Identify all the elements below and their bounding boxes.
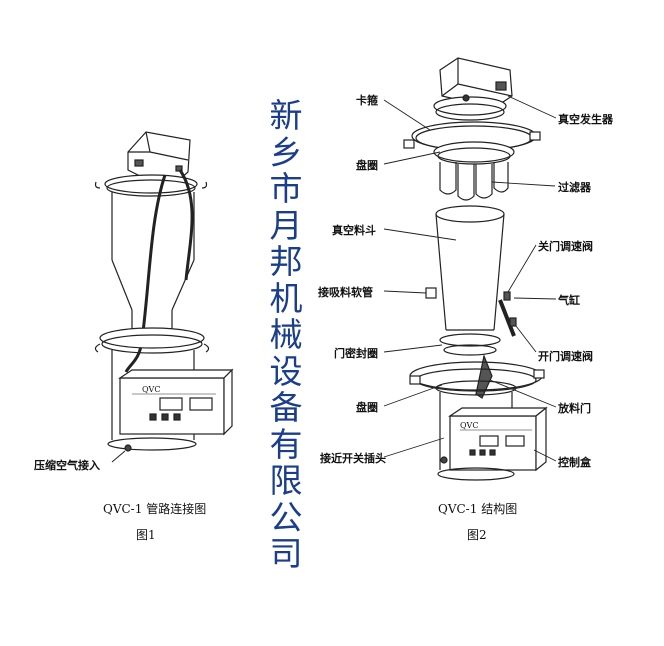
label-control-box: 控制盒 xyxy=(558,456,591,469)
fig2-figure-no: 图2 xyxy=(467,528,487,542)
fig2-filter xyxy=(439,162,509,201)
fig1-drawing xyxy=(94,131,234,463)
label-vacuum-generator: 真空发生器 xyxy=(558,113,613,126)
label-filter: 过滤器 xyxy=(558,181,591,194)
label-cylinder: 气缸 xyxy=(558,294,580,307)
fig1-panel-text: QVC xyxy=(142,385,161,394)
label-door-seal: 门密封圈 xyxy=(334,347,378,360)
fig2-leader-lines xyxy=(383,95,557,462)
fig2-panel-text: QVC xyxy=(460,421,479,430)
company-watermark: 新乡市月邦机械设备有限公司 xyxy=(269,96,303,573)
fig2-drawing xyxy=(403,57,548,481)
label-hopper: 真空料斗 xyxy=(332,224,376,237)
fig1-label-air: 压缩空气接入 xyxy=(34,459,100,472)
label-close-valve: 关门调速阀 xyxy=(538,240,593,253)
fig1-caption: QVC-1 管路连接图 xyxy=(103,502,207,516)
label-disc-ring-bottom: 盘圈 xyxy=(356,401,378,414)
fig2-caption: QVC-1 结构图 xyxy=(438,502,518,516)
label-suction-pipe: 接吸料软管 xyxy=(318,286,373,299)
label-open-valve: 开门调速阀 xyxy=(538,350,593,363)
fig1-control-box xyxy=(118,368,234,436)
label-discharge-door: 放料门 xyxy=(558,402,591,415)
label-proximity-plug: 接近开关插头 xyxy=(320,452,386,465)
fig2-hopper xyxy=(425,205,505,331)
fig2-cylinder xyxy=(498,291,517,337)
label-disc-ring-top: 盘圈 xyxy=(356,159,378,172)
label-clamp: 卡箍 xyxy=(356,94,378,107)
fig2-control-box xyxy=(448,406,548,472)
fig1-figure-no: 图1 xyxy=(136,528,156,542)
fig2-vacuum-generator xyxy=(439,57,513,109)
